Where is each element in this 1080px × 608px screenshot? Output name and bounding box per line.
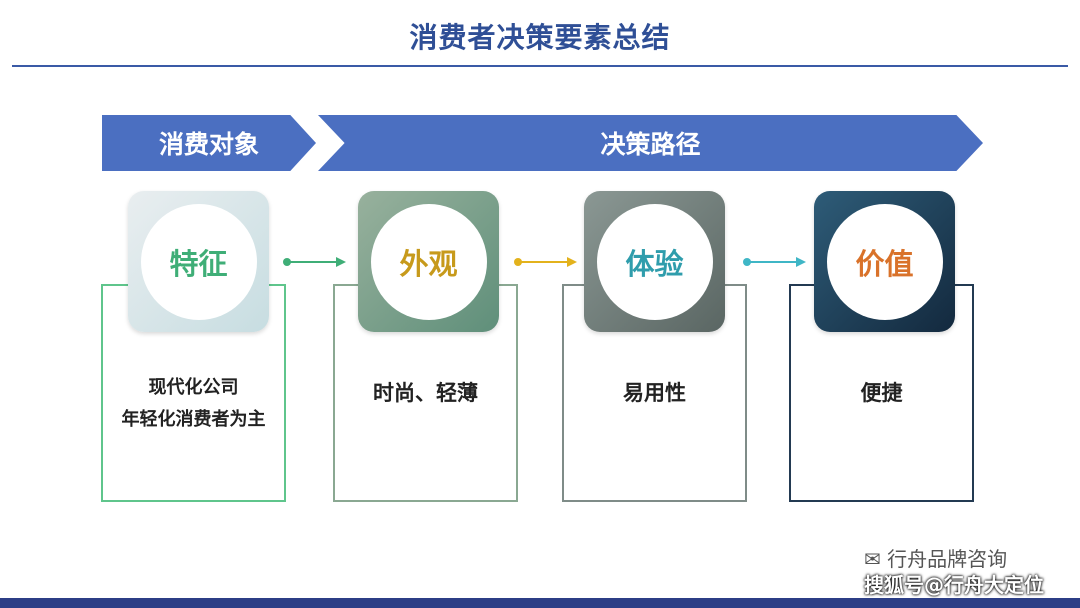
banner-consumption-object: 消费对象 <box>102 115 316 171</box>
card-experience-label: 体验 <box>596 203 713 320</box>
card-value-body: 便捷 <box>860 381 903 405</box>
page-title: 消费者决策要素总结 <box>409 21 671 54</box>
footer-bar <box>0 598 1080 608</box>
card-appearance-label: 外观 <box>370 203 487 320</box>
card-features-label: 特征 <box>140 203 257 320</box>
card-experience-body: 易用性 <box>623 381 686 405</box>
card-features-tile: 特征 <box>128 191 269 332</box>
arrow-experience-to-value <box>743 257 806 267</box>
title-divider <box>12 65 1068 67</box>
banner-decision-path: 决策路径 <box>318 115 983 171</box>
card-value-label: 价值 <box>826 203 943 320</box>
watermark-sohu: 搜狐号@行舟大定位 <box>864 573 1044 597</box>
arrow-appearance-to-experience <box>514 257 577 267</box>
card-features-line2: 年轻化消费者为主 <box>121 409 266 430</box>
card-features-body: 现代化公司 年轻化消费者为主 <box>103 372 284 436</box>
card-appearance-tile: 外观 <box>358 191 499 332</box>
arrow-features-to-appearance <box>283 257 346 267</box>
wechat-icon: ✉ <box>864 547 881 571</box>
card-value-tile: 价值 <box>814 191 955 332</box>
card-features-line1: 现代化公司 <box>148 377 239 398</box>
card-experience-tile: 体验 <box>584 191 725 332</box>
card-appearance-body: 时尚、轻薄 <box>373 381 478 405</box>
watermark-brand: ✉ 行舟品牌咨询 <box>864 547 1008 571</box>
watermark: ✉ 行舟品牌咨询 搜狐号@行舟大定位 <box>864 546 1044 598</box>
